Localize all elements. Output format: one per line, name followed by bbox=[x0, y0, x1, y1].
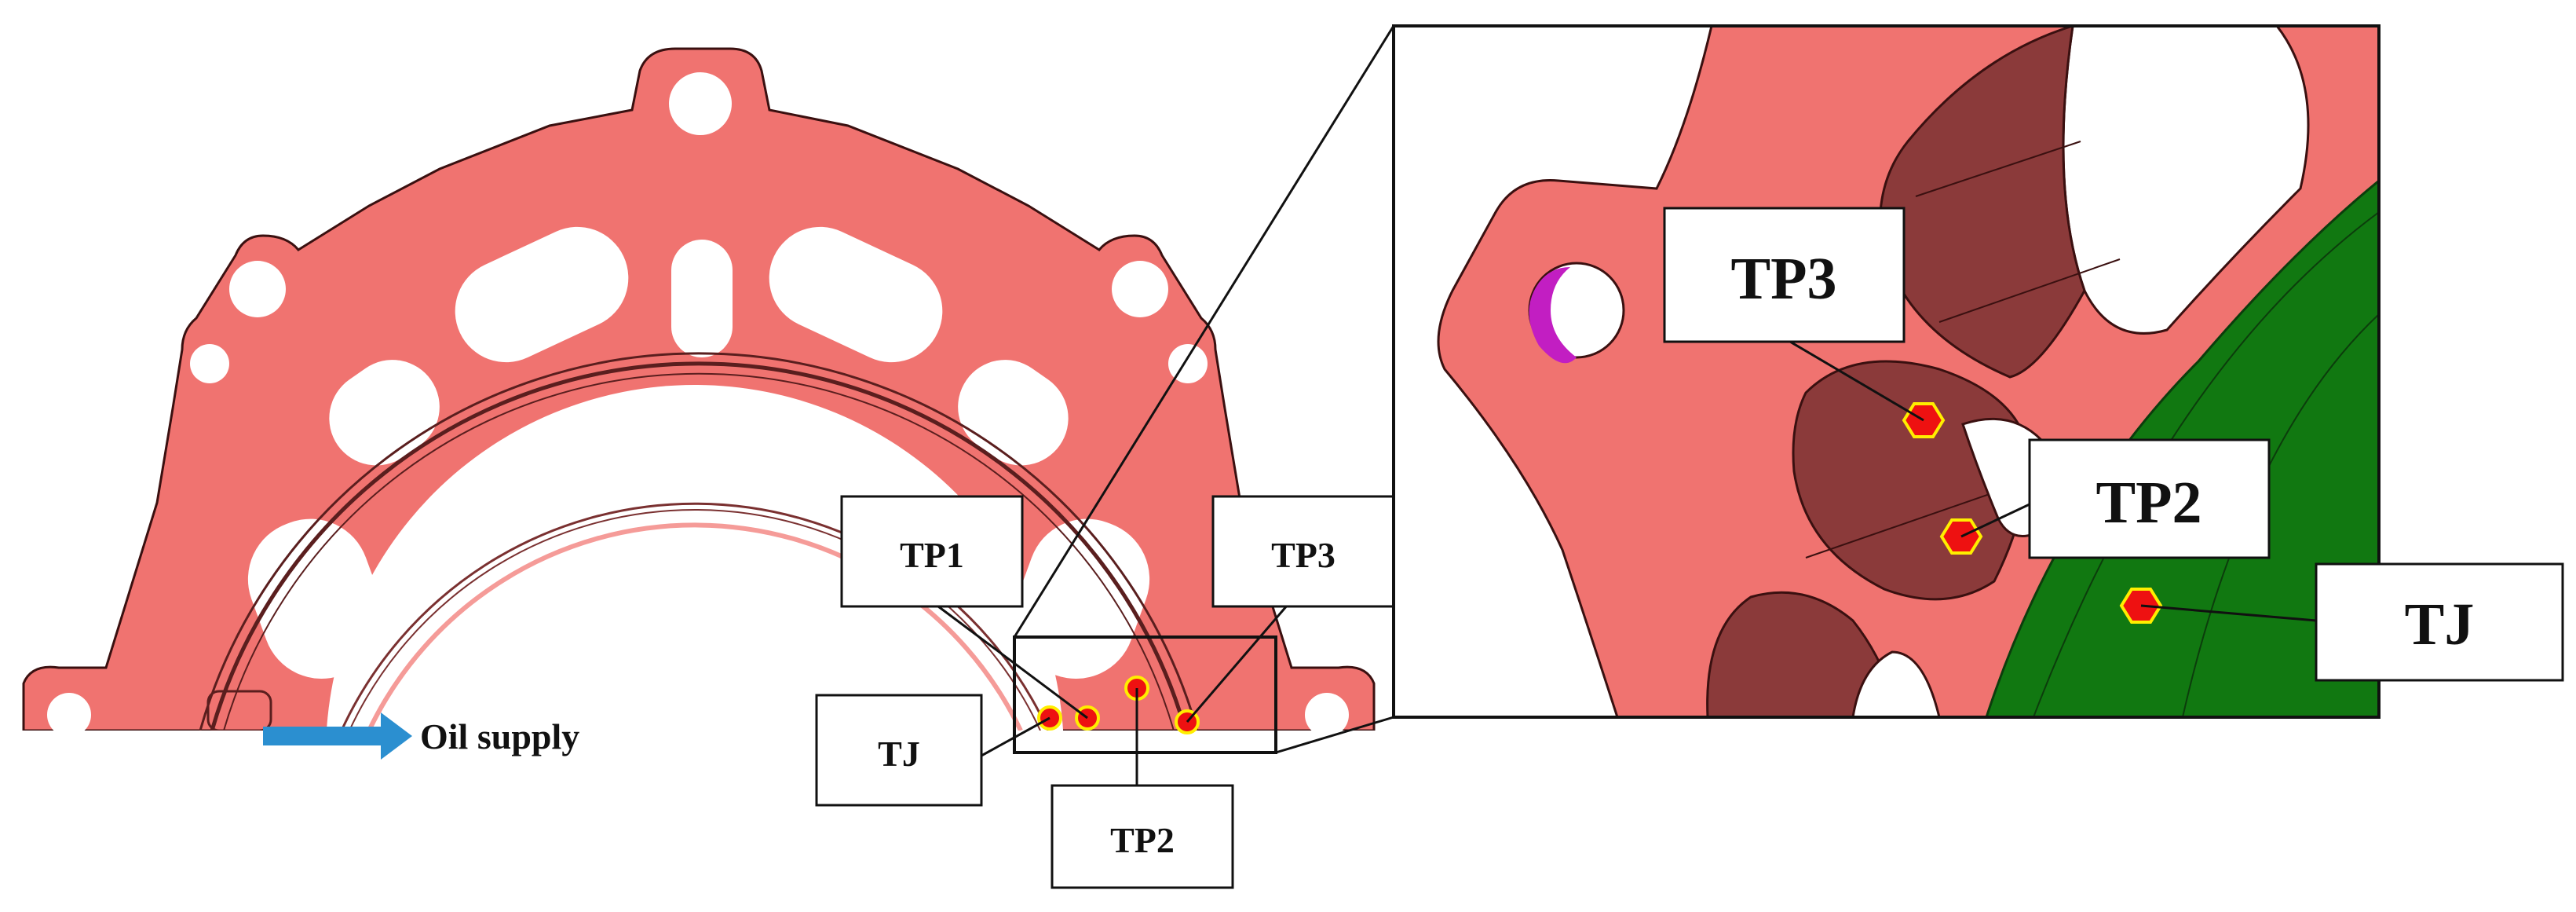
label-tp3-detail: TP3 bbox=[1663, 207, 1906, 343]
label-tp2-detail: TP2 bbox=[2028, 438, 2271, 559]
svg-text:TP3: TP3 bbox=[1271, 535, 1336, 575]
svg-text:TP2: TP2 bbox=[2096, 470, 2201, 536]
svg-text:TJ: TJ bbox=[878, 734, 920, 774]
svg-text:TP2: TP2 bbox=[1110, 820, 1175, 860]
label-tp1-overview: TP1 bbox=[840, 495, 1024, 608]
oil-supply-label: Oil supply bbox=[420, 716, 579, 756]
label-tp2-overview: TP2 bbox=[1050, 784, 1234, 889]
flange-body bbox=[22, 47, 1376, 731]
oil-supply-arrow bbox=[263, 712, 412, 760]
label-tj-detail: TJ bbox=[2315, 562, 2564, 682]
label-tj-overview: TJ bbox=[815, 694, 983, 807]
flange-overview bbox=[22, 47, 1376, 731]
label-tp3-overview: TP3 bbox=[1211, 495, 1395, 608]
zoom-region bbox=[1013, 635, 1277, 754]
svg-text:TJ: TJ bbox=[2405, 592, 2475, 657]
detail-panel: TP3 TP2 bbox=[1392, 24, 2381, 719]
svg-text:TP3: TP3 bbox=[1730, 246, 1836, 312]
svg-text:TP1: TP1 bbox=[900, 535, 964, 575]
